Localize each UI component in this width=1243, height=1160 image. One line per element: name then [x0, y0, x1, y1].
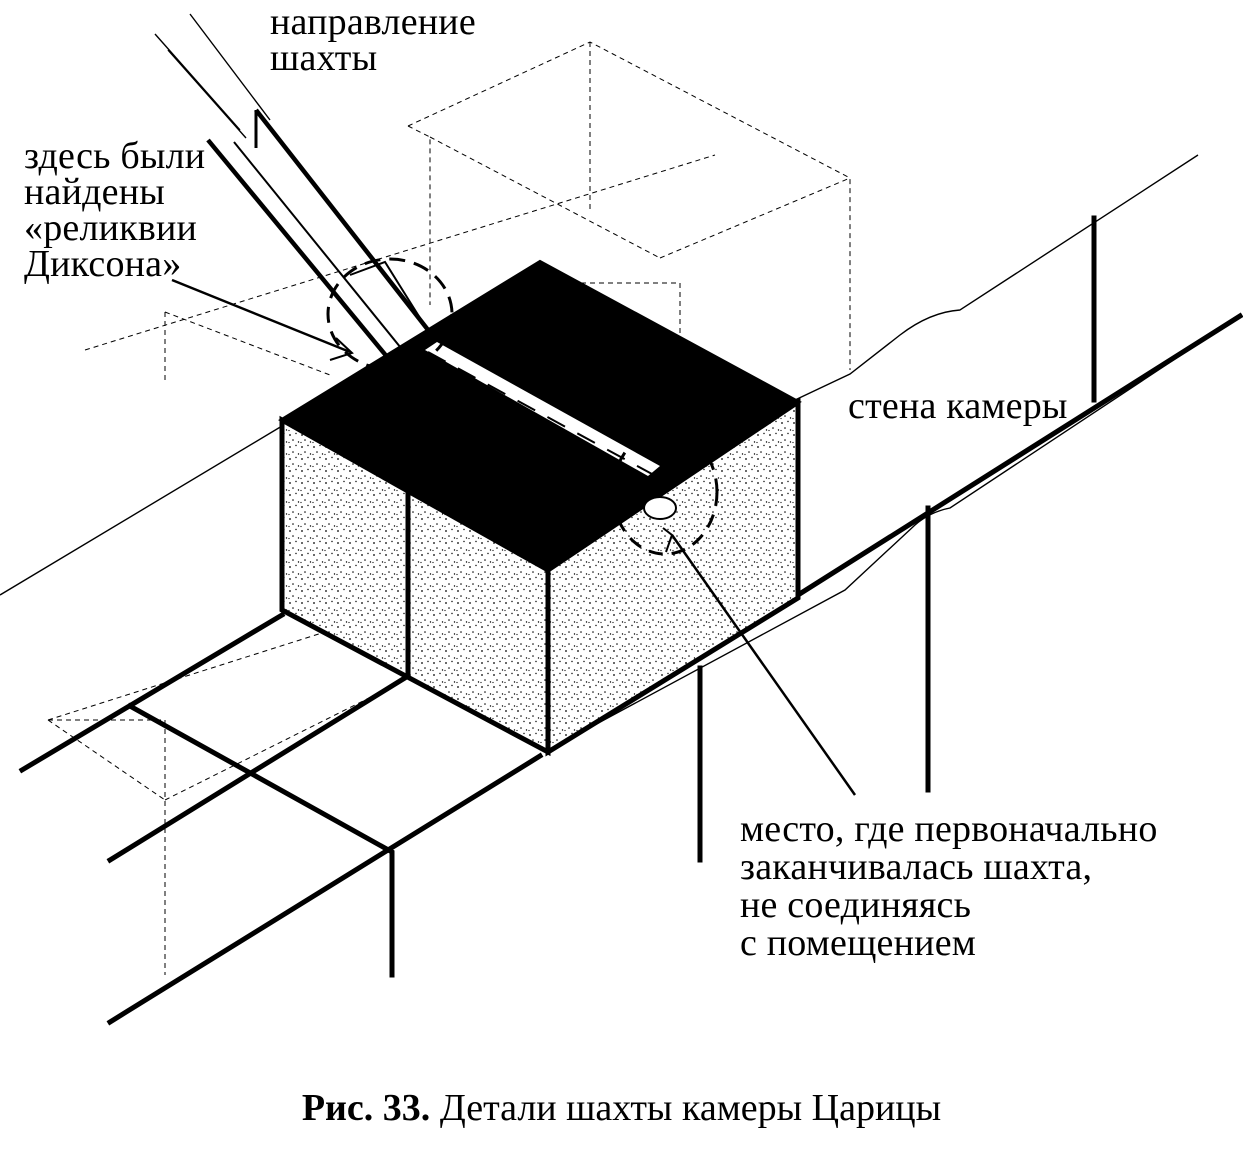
block-top-face	[278, 259, 802, 573]
original-end-marker	[611, 428, 719, 556]
chamber-wall-label: стена камеры	[848, 385, 1068, 427]
slot-hatch	[427, 351, 653, 475]
original-shaft-end-label: место, где первоначально заканчивалась ш…	[740, 808, 1158, 964]
figure-caption: Рис. 33. Детали шахты камеры Царицы	[0, 1088, 1243, 1128]
floor-lines	[18, 215, 1243, 1026]
leader-lines	[171, 278, 857, 796]
construction-lines	[47, 41, 851, 975]
caption-figure-number: Рис. 33.	[301, 1087, 431, 1129]
original-end-opening	[643, 496, 677, 520]
shaft-direction-label: направление шахты	[270, 1, 476, 79]
caption-text: Детали шахты камеры Царицы	[439, 1087, 942, 1129]
dixon-relics-label: здесь были найдены «реликвии Диксона»	[24, 135, 206, 285]
shaft	[206, 108, 434, 360]
relics-location-marker	[326, 257, 454, 371]
shaft-slot	[425, 342, 660, 476]
